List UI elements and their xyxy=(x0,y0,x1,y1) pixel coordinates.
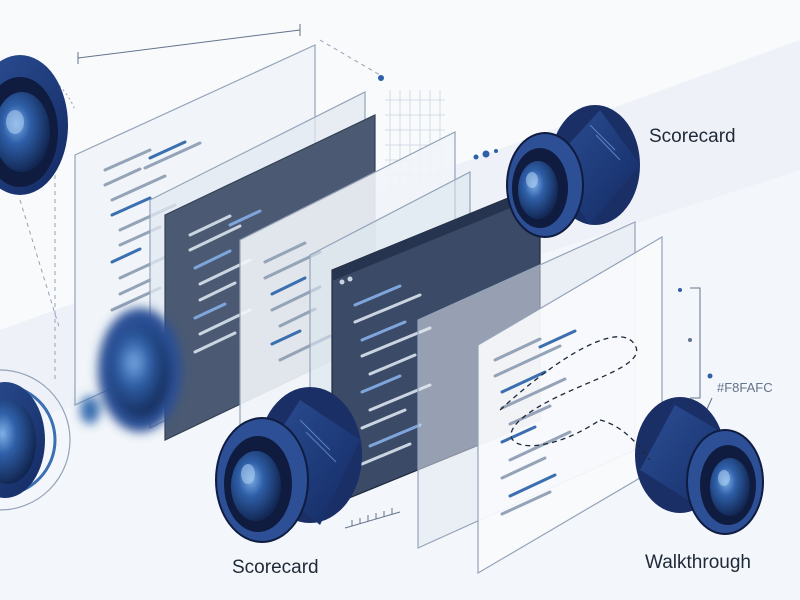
label-scorecard-bottom: Scorecard xyxy=(232,557,319,578)
dot-1 xyxy=(473,154,479,160)
dot-2 xyxy=(482,150,490,158)
dot-3 xyxy=(494,149,498,153)
camera-lens-bottom-right xyxy=(635,397,764,535)
camera-lens-blurred xyxy=(80,308,182,432)
label-scorecard-top: Scorecard xyxy=(649,126,736,147)
camera-lens-bottom-center xyxy=(215,387,362,543)
hex-code-annotation: #F8FAFC xyxy=(717,380,773,395)
bracket-right xyxy=(690,287,701,399)
camera-lens-left xyxy=(0,369,71,511)
bracket-dot-2 xyxy=(688,338,692,342)
camera-lens-top-right xyxy=(506,105,640,238)
guide-dot xyxy=(378,75,384,81)
bracket-dot-1 xyxy=(678,288,682,292)
connector-curve xyxy=(599,419,651,461)
dimension-line-top xyxy=(77,24,301,64)
label-walkthrough: Walkthrough xyxy=(645,552,751,573)
camera-lens-top-left xyxy=(0,55,68,195)
bracket-dot-3 xyxy=(707,373,713,379)
ruler-bottom xyxy=(344,508,401,529)
guide-lines xyxy=(19,39,381,380)
